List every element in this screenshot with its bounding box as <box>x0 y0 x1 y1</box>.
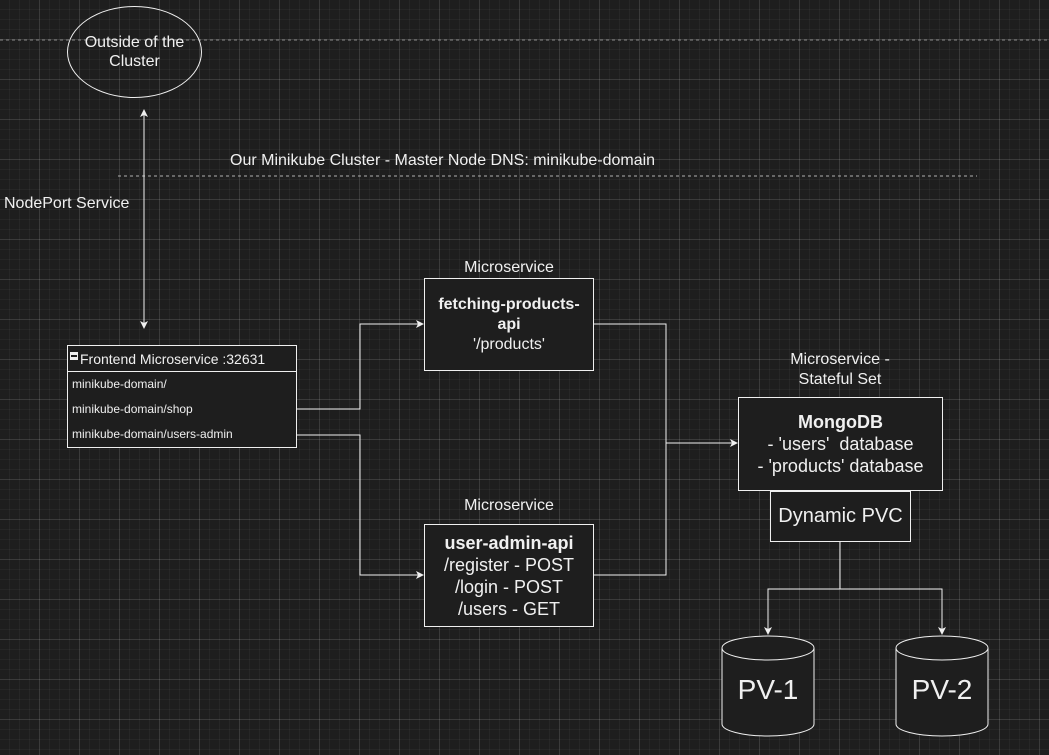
frontend-microservice-box: Frontend Microservice :32631 minikube-do… <box>67 345 297 448</box>
pvc-to-pv1-connector <box>764 588 840 635</box>
products-api-box: fetching-products- api '/products' <box>424 278 594 371</box>
pvc-to-pv2-connector <box>840 588 946 635</box>
mongodb-caption: Microservice - Stateful Set <box>740 350 940 390</box>
pv2-label: PV-2 <box>911 674 973 705</box>
frontend-to-products-connector <box>297 320 424 410</box>
users-api-route-login: /login - POST <box>454 576 564 597</box>
outside-cluster-label-line1: Outside of the <box>84 34 185 51</box>
frontend-route-root: minikube-domain/ <box>72 377 167 391</box>
outside-cluster-label-line2: Cluster <box>109 53 160 70</box>
users-api-route-users: /users - GET <box>457 598 560 619</box>
users-api-caption: Microservice <box>464 497 554 514</box>
frontend-to-users-connector <box>297 434 424 579</box>
pv1-label: PV-1 <box>737 674 799 705</box>
pv2-cylinder <box>895 635 989 737</box>
outside-cluster-node: Outside of the Cluster <box>67 6 202 98</box>
frontend-header: Frontend Microservice :32631 <box>68 346 296 372</box>
products-api-name-line2: api <box>497 315 521 333</box>
mongodb-caption-line1: Microservice - <box>790 351 890 368</box>
mongodb-name: MongoDB <box>798 412 883 432</box>
nodeport-label: NodePort Service <box>4 195 130 212</box>
products-api-caption: Microservice <box>464 259 554 276</box>
products-to-mongodb-connector <box>594 323 738 447</box>
mongodb-products-db: - 'products' database <box>757 456 924 476</box>
frontend-route-users-admin: minikube-domain/users-admin <box>72 427 233 441</box>
cluster-label: Our Minikube Cluster - Master Node DNS: … <box>230 152 656 169</box>
products-api-route: '/products' <box>473 335 545 353</box>
products-api-name-line1: fetching-products- <box>438 295 580 313</box>
frontend-title: Frontend Microservice :32631 <box>80 350 266 367</box>
users-api-name: user-admin-api <box>444 532 574 553</box>
users-api-box: user-admin-api /register - POST /login -… <box>424 524 594 627</box>
users-to-mongodb-connector <box>594 443 667 576</box>
dynamic-pvc-label: Dynamic PVC <box>778 505 903 527</box>
pv1-cylinder <box>721 635 815 737</box>
mongodb-users-db: - 'users' database <box>767 434 914 454</box>
mongodb-box: MongoDB - 'users' database - 'products' … <box>738 397 943 491</box>
frontend-route-shop: minikube-domain/shop <box>72 402 193 416</box>
collapse-icon[interactable] <box>70 351 78 360</box>
users-api-route-register: /register - POST <box>443 554 575 575</box>
mongodb-caption-line2: Stateful Set <box>798 371 882 388</box>
dynamic-pvc-box: Dynamic PVC <box>770 491 911 542</box>
